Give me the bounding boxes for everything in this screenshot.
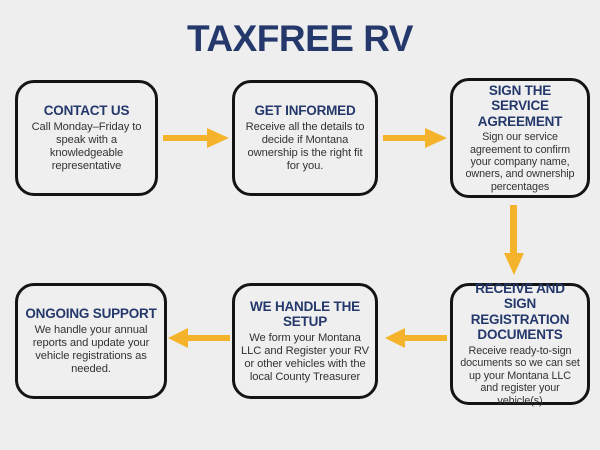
arrow-left-icon: [168, 327, 230, 349]
step-heading: CONTACT US: [43, 103, 130, 119]
step-heading: WE HANDLE THE SETUP: [250, 298, 360, 330]
step-heading: RECEIVE AND SIGN REGISTRATION DOCUMENTS: [470, 280, 570, 343]
step-heading: GET INFORMED: [254, 103, 356, 119]
step-card-ongoing-support: ONGOING SUPPORT We handle your annual re…: [15, 283, 167, 399]
step-heading: ONGOING SUPPORT: [25, 306, 157, 322]
step-body: Receive all the details to decide if Mon…: [245, 120, 365, 172]
page-title: TAXFREE RV: [187, 18, 413, 59]
step-heading: SIGN THE SERVICE AGREEMENT: [477, 82, 563, 129]
step-body: Receive ready-to-sign documents so we ca…: [460, 344, 580, 407]
arrow-right-icon: [383, 127, 447, 149]
step-card-contact-us: CONTACT US Call Monday–Friday to speak w…: [15, 80, 158, 196]
step-card-get-informed: GET INFORMED Receive all the details to …: [232, 80, 378, 196]
step-body: We form your Montana LLC and Register yo…: [241, 331, 369, 383]
arrow-left-icon: [385, 327, 447, 349]
step-card-receive-and-sign-registration-documents: RECEIVE AND SIGN REGISTRATION DOCUMENTS …: [450, 280, 590, 407]
step-body: We handle your annual reports and update…: [32, 323, 150, 375]
step-body: Sign our service agreement to confirm yo…: [465, 131, 575, 193]
step-card-we-handle-the-setup: WE HANDLE THE SETUP We form your Montana…: [232, 283, 378, 399]
step-body: Call Monday–Friday to speak with a knowl…: [31, 120, 142, 172]
arrow-right-icon: [163, 127, 229, 149]
step-card-sign-the-service-agreement: SIGN THE SERVICE AGREEMENT Sign our serv…: [450, 78, 590, 198]
arrow-down-icon: [503, 205, 525, 275]
